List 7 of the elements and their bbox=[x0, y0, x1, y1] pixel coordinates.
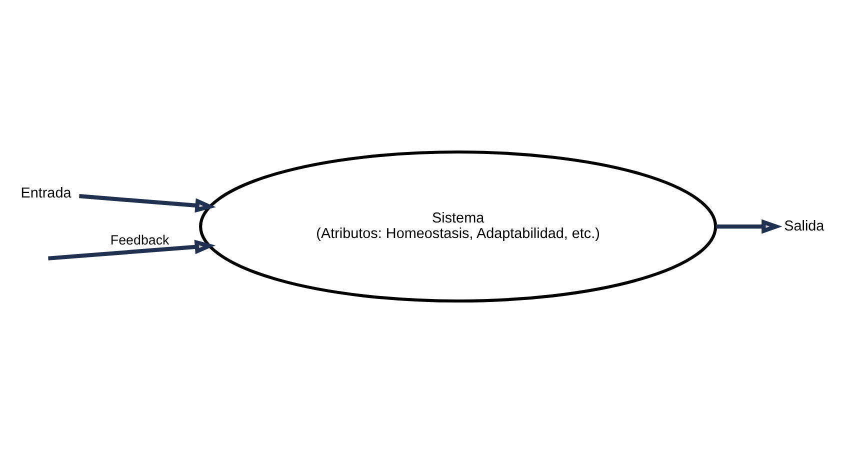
edge-label: Feedback bbox=[110, 232, 170, 248]
arrow bbox=[79, 194, 216, 213]
node-text: Entrada bbox=[20, 185, 72, 202]
node-text: Salida bbox=[784, 218, 824, 234]
arrow bbox=[716, 219, 782, 234]
arrow bbox=[48, 240, 216, 260]
node-ellipse: Sistema (Atributos: Homeostasis, Adaptabilidad, etc.) bbox=[199, 150, 718, 303]
